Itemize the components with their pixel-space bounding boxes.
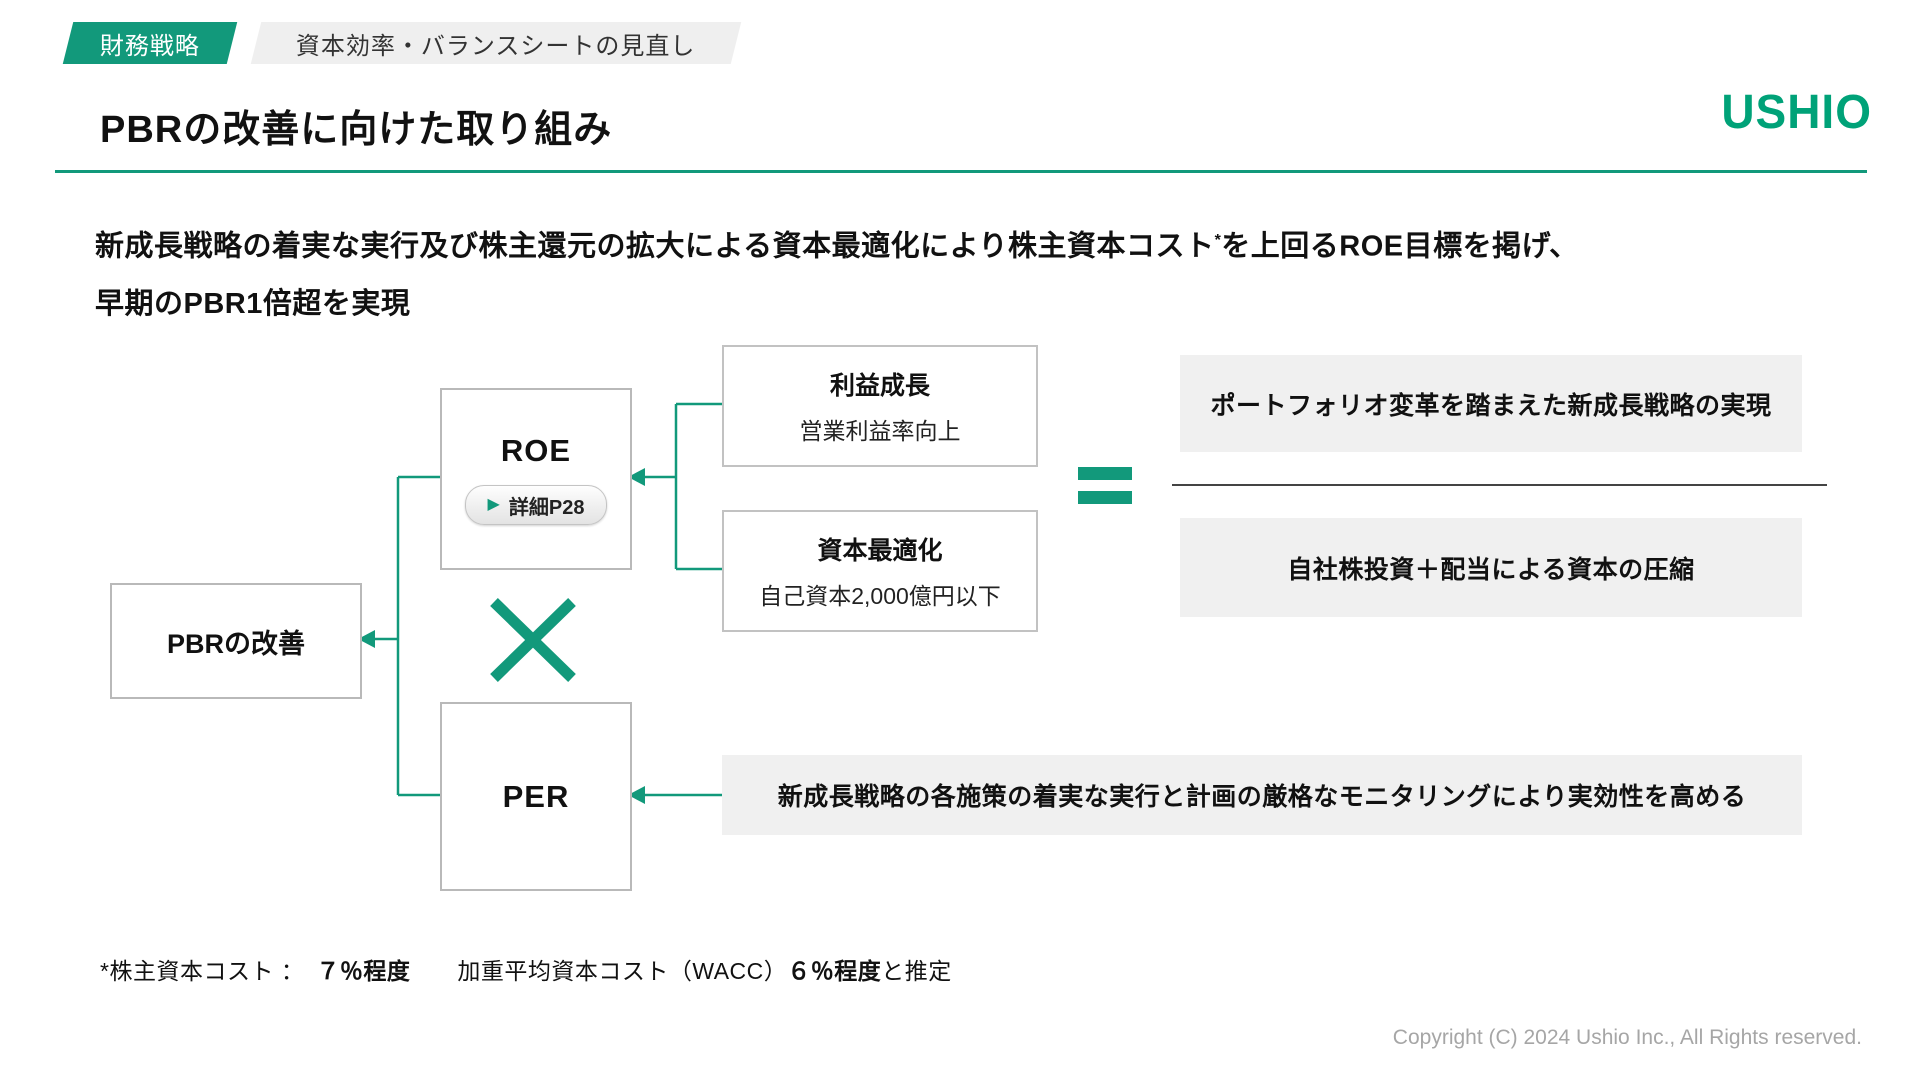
detail-p28-label: 詳細P28 <box>508 496 585 519</box>
title-divider <box>55 170 1867 173</box>
per-note-box: 新成長戦略の各施策の着実な実行と計画の厳格なモニタリングにより実効性を高める <box>722 755 1802 835</box>
lead-text: 新成長戦略の着実な実行及び株主還元の拡大による資本最適化により株主資本コスト*を… <box>95 212 1579 333</box>
capital-optimization-box: 資本最適化 自己資本2,000億円以下 <box>722 510 1038 632</box>
footnote: *株主資本コスト ： ７％程度 加重平均資本コスト（WACC）６％程度と推定 <box>100 958 952 984</box>
topic-tag-label: 資本効率・バランスシートの見直し <box>296 32 696 60</box>
category-badge: 財務戦略 <box>62 22 238 64</box>
footnote-asterisk: * <box>1214 232 1222 249</box>
lead-line-1: 新成長戦略の着実な実行及び株主還元の拡大による資本最適化により株主資本コスト*を… <box>95 230 1579 263</box>
per-box-label: PER <box>502 778 570 814</box>
equals-icon <box>1078 467 1132 504</box>
per-box: PER <box>440 702 632 891</box>
category-badge-label: 財務戦略 <box>100 32 200 60</box>
fraction-divider <box>1172 484 1827 486</box>
profit-growth-box: 利益成長 営業利益率向上 <box>722 345 1038 467</box>
play-icon: ▶ <box>487 496 500 513</box>
page-title: PBRの改善に向けた取り組み <box>100 109 613 151</box>
profit-growth-title: 利益成長 <box>829 372 930 400</box>
lead-line-2: 早期のPBR1倍超を実現 <box>95 287 411 320</box>
roe-box: ROE ▶ 詳細P28 <box>440 388 632 570</box>
copyright-text: Copyright (C) 2024 Ushio Inc., All Right… <box>1392 1026 1862 1049</box>
denominator-box: 自社株投資＋配当による資本の圧縮 <box>1180 518 1802 617</box>
capital-optimization-subtitle: 自己資本2,000億円以下 <box>759 583 1001 609</box>
multiply-icon <box>490 598 576 682</box>
pbr-box-label: PBRの改善 <box>166 628 305 659</box>
roe-box-label: ROE <box>500 433 572 468</box>
profit-growth-subtitle: 営業利益率向上 <box>799 418 961 444</box>
detail-p28-button[interactable]: ▶ 詳細P28 <box>465 485 607 525</box>
pbr-improvement-box: PBRの改善 <box>110 583 362 699</box>
ushio-logo: USHIO <box>1721 83 1872 139</box>
topic-tag: 資本効率・バランスシートの見直し <box>250 22 741 64</box>
numerator-box: ポートフォリオ変革を踏まえた新成長戦略の実現 <box>1180 355 1802 452</box>
capital-optimization-title: 資本最適化 <box>817 537 943 565</box>
